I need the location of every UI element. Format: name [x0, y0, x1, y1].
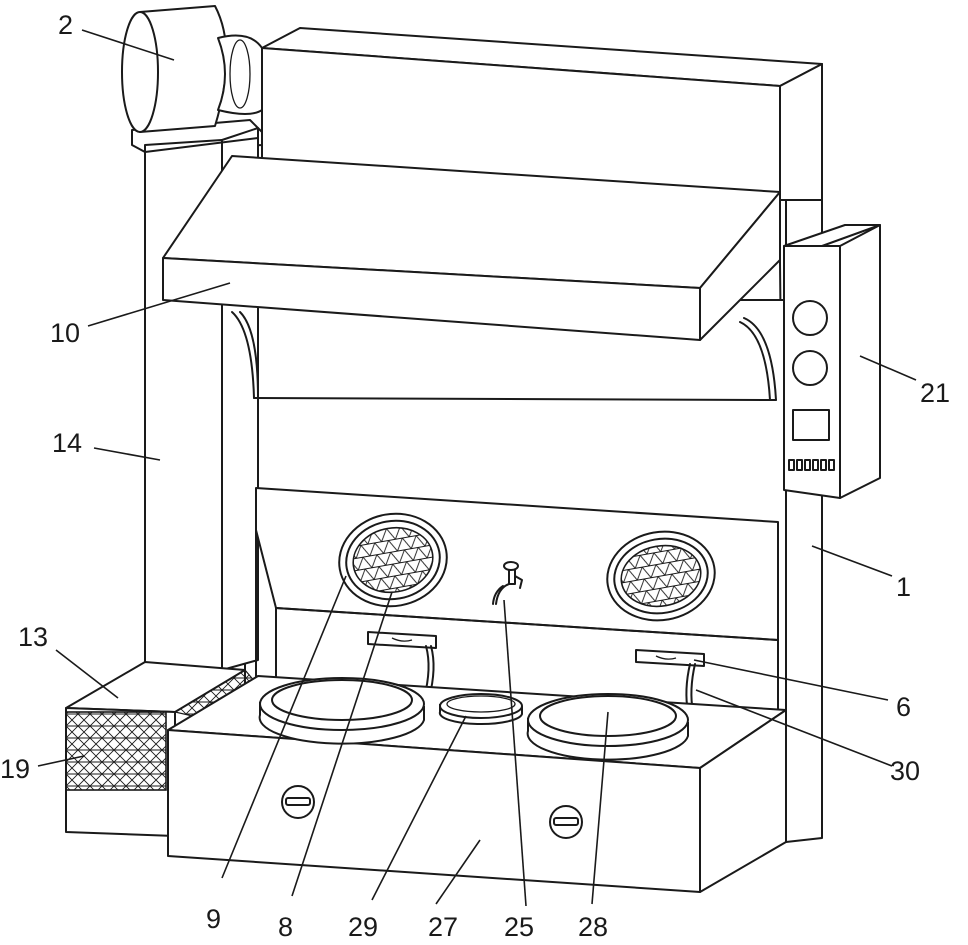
- control-knob-icon: [793, 351, 827, 385]
- display-screen: [793, 410, 829, 440]
- stove-knob-left-icon: [282, 786, 314, 818]
- control-box: [784, 225, 880, 498]
- label-10: 10: [50, 318, 80, 348]
- exhaust-fan: [122, 6, 262, 152]
- label-30: 30: [890, 756, 920, 786]
- left-burner: [260, 678, 424, 744]
- control-knob-icon: [793, 301, 827, 335]
- water-basin: [440, 694, 522, 724]
- label-28: 28: [578, 912, 608, 942]
- label-9: 9: [206, 904, 221, 934]
- label-19: 19: [0, 754, 30, 784]
- label-27: 27: [428, 912, 458, 942]
- label-25: 25: [504, 912, 534, 942]
- label-6: 6: [896, 692, 911, 722]
- label-14: 14: [52, 428, 82, 458]
- label-8: 8: [278, 912, 293, 942]
- label-21: 21: [920, 378, 950, 408]
- stove-knob-right-icon: [550, 806, 582, 838]
- label-1: 1: [896, 572, 911, 602]
- label-13: 13: [18, 622, 48, 652]
- label-2: 2: [58, 10, 73, 40]
- label-29: 29: [348, 912, 378, 942]
- right-burner: [528, 694, 688, 760]
